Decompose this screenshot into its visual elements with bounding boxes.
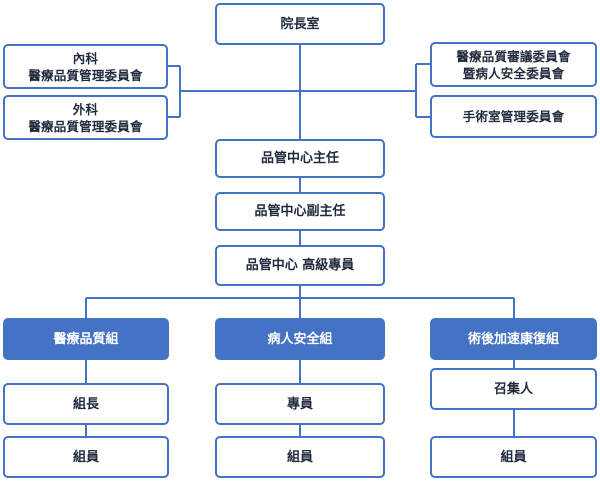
- node-internal-medicine-committee: 內科 醫療品質管理委員會: [3, 44, 168, 89]
- node-qc-deputy-director: 品管中心副主任: [215, 192, 385, 231]
- node-president: 院長室: [215, 3, 385, 45]
- node-qc-deputy-label: 品管中心副主任: [254, 204, 346, 219]
- node-rehab-member1: 召集人: [493, 381, 533, 397]
- node-medical-quality-group: 醫療品質組: [3, 318, 169, 360]
- node-patient-safety-specialist: 專員: [215, 383, 385, 425]
- node-quality-review-line2: 暨病人安全委員會: [462, 65, 565, 81]
- node-rehab-group: 術後加速康復組: [430, 318, 597, 360]
- node-medical-quality-leader: 組長: [3, 383, 169, 425]
- node-medical-quality-member2: 組員: [72, 449, 99, 465]
- node-quality-review-line1: 醫療品質審議委員會: [456, 48, 571, 64]
- node-medical-quality-member1: 組長: [72, 396, 99, 412]
- node-rehab-member: 組員: [430, 436, 597, 478]
- node-president-label: 院長室: [280, 16, 320, 32]
- node-internal-medicine-line2: 醫療品質管理委員會: [28, 67, 143, 83]
- node-surgery-room-committee: 手術室管理委員會: [430, 95, 597, 138]
- node-surgery-line2: 醫療品質管理委員會: [28, 118, 143, 134]
- node-medical-quality-title: 醫療品質組: [53, 331, 119, 347]
- node-patient-safety-title: 病人安全組: [267, 331, 333, 347]
- node-medical-quality-member: 組員: [3, 436, 169, 478]
- node-patient-safety-member1: 專員: [286, 396, 313, 412]
- node-rehab-member2: 組員: [500, 449, 527, 465]
- node-qc-director-label: 品管中心主任: [260, 151, 339, 166]
- node-rehab-convener: 召集人: [430, 368, 597, 410]
- node-patient-safety-member2: 組員: [286, 449, 313, 465]
- node-qc-director: 品管中心主任: [215, 139, 385, 178]
- node-patient-safety-member: 組員: [215, 436, 385, 478]
- node-rehab-title: 術後加速康復組: [467, 331, 559, 347]
- node-quality-review-committee: 醫療品質審議委員會 暨病人安全委員會: [430, 42, 597, 87]
- node-qc-senior-label: 品管中心 高級專員: [245, 258, 355, 273]
- node-surgery-line1: 外科: [72, 101, 99, 117]
- node-surgery-committee: 外科 醫療品質管理委員會: [3, 95, 168, 140]
- node-surgery-room-label: 手術室管理委員會: [462, 109, 565, 124]
- node-internal-medicine-line1: 內科: [72, 50, 99, 66]
- node-qc-senior-staff: 品管中心 高級專員: [215, 245, 385, 286]
- node-patient-safety-group: 病人安全組: [215, 318, 385, 360]
